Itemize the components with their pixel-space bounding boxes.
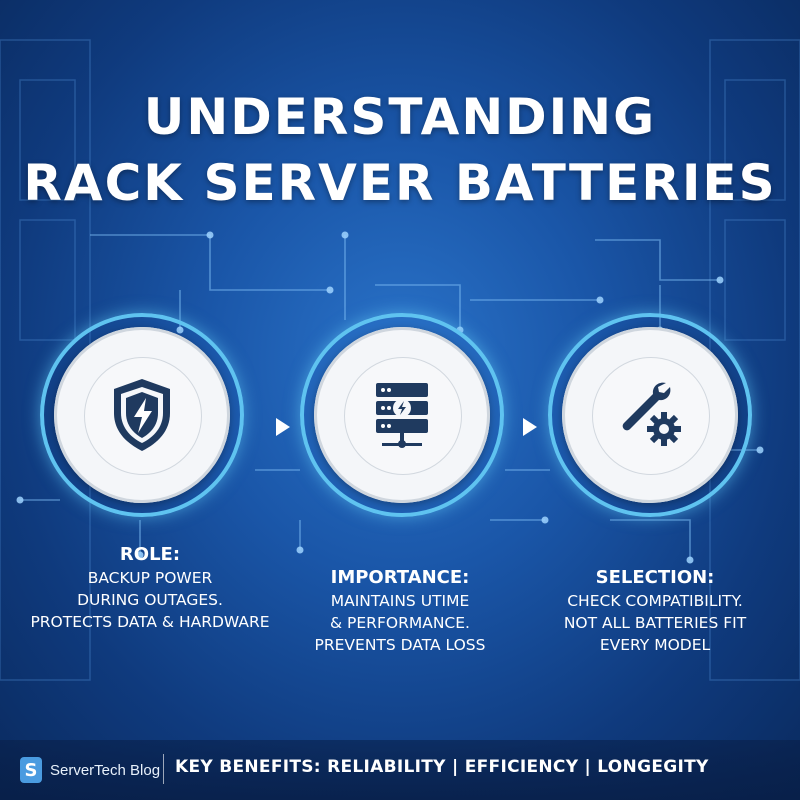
- wrench-gear-icon: [622, 382, 681, 446]
- shield-bolt-icon: [114, 379, 170, 451]
- key-benefits: KEY BENEFITS: RELIABILITY | EFFICIENCY |…: [175, 757, 709, 777]
- arrow-right-icon: [276, 418, 290, 436]
- selection-ring: [548, 313, 752, 517]
- brand-name: ServerTech Blog: [50, 761, 161, 779]
- role-heading: ROLE:: [119, 544, 181, 565]
- importance-ring: [300, 313, 504, 517]
- selection-circle: [548, 313, 752, 517]
- role-text: ROLE: BACKUP POWER DURING OUTAGES. PROTE…: [20, 543, 280, 633]
- footer-divider: [163, 754, 164, 784]
- title-line-1: UNDERSTANDING: [143, 88, 657, 146]
- footer-bar: [0, 740, 800, 800]
- page-title: UNDERSTANDING RACK SERVER BATTERIES: [0, 84, 800, 216]
- role-circle: [40, 313, 244, 517]
- arrow-right-icon: [523, 418, 537, 436]
- title-line-2: RACK SERVER BATTERIES: [23, 154, 777, 212]
- brand-logo-icon: S: [20, 757, 42, 783]
- selection-text: SELECTION: CHECK COMPATIBILITY. NOT ALL …: [540, 566, 770, 656]
- importance-circle: [300, 313, 504, 517]
- selection-heading: SELECTION:: [595, 567, 715, 588]
- importance-text: IMPORTANCE: MAINTAINS UTIME & PERFORMANC…: [280, 566, 520, 656]
- server-bolt-icon: [376, 383, 428, 448]
- brand[interactable]: S ServerTech Blog: [20, 756, 160, 784]
- role-ring: [40, 313, 244, 517]
- importance-heading: IMPORTANCE:: [330, 567, 470, 588]
